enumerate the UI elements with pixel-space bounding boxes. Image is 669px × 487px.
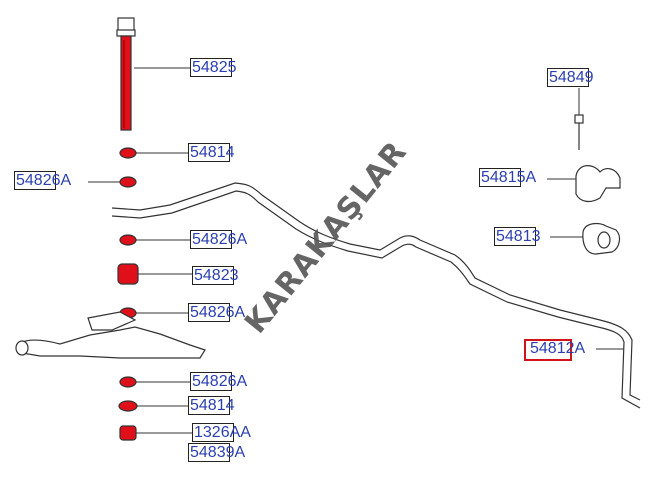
label-54812A[interactable]: 54812A [530,340,586,357]
nut-bottom[interactable] [119,425,137,441]
label-54814-top[interactable]: 54814 [190,144,235,161]
long-bolt[interactable] [116,17,136,131]
bar-bushing[interactable] [582,222,621,255]
lower-control-arm[interactable] [15,311,206,359]
washer-top[interactable] [119,147,137,159]
clamp-bolt[interactable] [574,114,584,150]
label-54825[interactable]: 54825 [192,59,237,76]
label-54849[interactable]: 54849 [549,69,594,86]
label-54826A-low[interactable]: 54826A [190,304,246,321]
label-54813[interactable]: 54813 [496,228,541,245]
spacer-sleeve[interactable] [117,263,139,285]
label-54826A-left[interactable]: 54826A [16,172,72,189]
label-54826A-mid[interactable]: 54826A [192,231,248,248]
stabilizer-bar[interactable] [111,182,641,409]
bar-clamp-bracket[interactable] [575,165,621,203]
label-54839A[interactable]: 54839A [190,444,246,461]
cushion-upper[interactable] [119,176,137,188]
cushion-mid[interactable] [119,234,137,246]
label-54823[interactable]: 54823 [194,267,239,284]
label-54826A-bottom[interactable]: 54826A [192,373,248,390]
cushion-bottom[interactable] [119,376,137,388]
label-54814-bottom[interactable]: 54814 [190,397,235,414]
label-54815A[interactable]: 54815A [481,169,537,186]
washer-bottom[interactable] [118,400,138,412]
label-1326AA[interactable]: 1326AA [194,424,251,441]
